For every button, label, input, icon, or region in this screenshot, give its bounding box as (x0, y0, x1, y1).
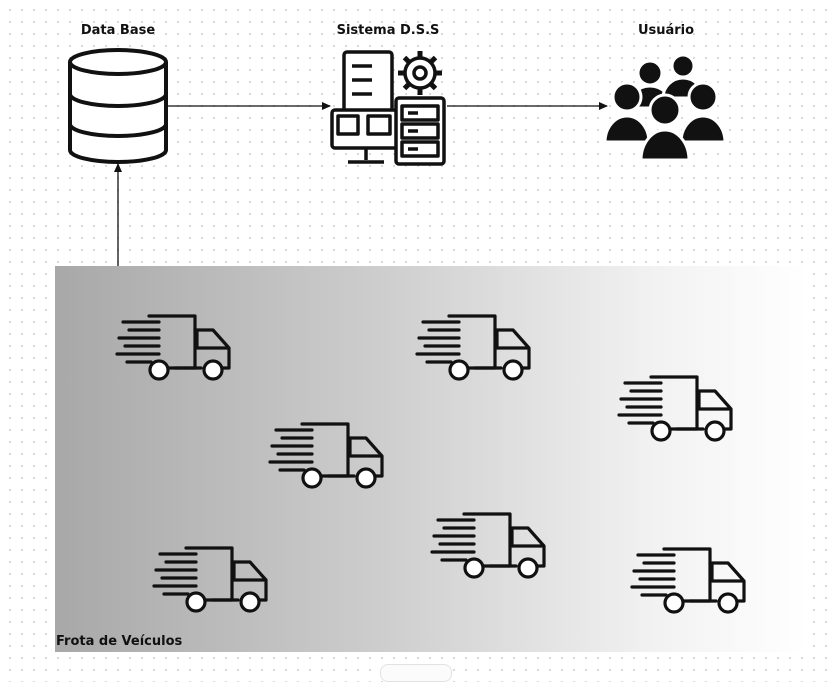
fleet-label: Frota de Veículos (56, 634, 183, 649)
delivery-truck-icon (268, 420, 388, 492)
users-group-icon (603, 53, 727, 162)
scroll-handle[interactable] (380, 664, 452, 682)
delivery-truck-icon (617, 373, 737, 445)
delivery-truck-icon (415, 312, 535, 384)
server-gear-icon (330, 50, 446, 166)
dss-label: Sistema D.S.S (336, 23, 440, 38)
delivery-truck-icon (430, 510, 550, 582)
delivery-truck-icon (152, 544, 272, 616)
database-icon (68, 48, 168, 164)
database-label: Data Base (80, 23, 156, 38)
delivery-truck-icon (630, 545, 750, 617)
delivery-truck-icon (115, 312, 235, 384)
user-label: Usuário (637, 23, 695, 38)
